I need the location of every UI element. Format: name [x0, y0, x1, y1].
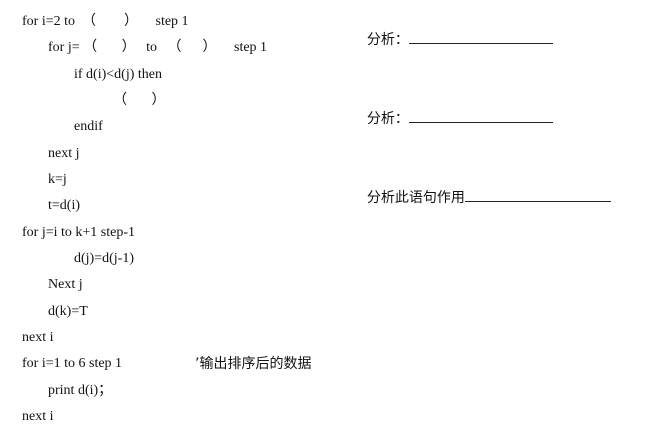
code-line-next-j-2: Next j — [48, 277, 83, 292]
analysis-2-blank — [408, 109, 553, 123]
code-line-for-j: for j= （ ） to （ ） step 1 — [48, 40, 268, 55]
code-line-dk-assign: d(k)=T — [48, 304, 88, 319]
analysis-3-label: 分析此语句作用 — [366, 190, 465, 206]
analysis-3: 分析此语句作用 — [358, 172, 611, 206]
code-line-blank-statement: （ ） — [113, 93, 166, 108]
code-line-endif: endif — [74, 119, 103, 134]
analysis-1-label: 分析： — [366, 32, 409, 48]
code-line-for-j-shift: for j=i to k+1 step-1 — [22, 225, 135, 240]
code-line-next-i: next i — [22, 330, 54, 345]
analysis-3-blank — [464, 188, 611, 202]
code-line-k-assign: k=j — [48, 172, 67, 187]
code-line-print: print d(i)； — [48, 383, 113, 398]
code-line-for-i-print: for i=1 to 6 step 1 — [22, 356, 123, 371]
code-line-shift-assign: d(j)=d(j-1) — [74, 251, 134, 266]
output-comment: ’输出排序后的数据 — [195, 356, 312, 372]
code-line-next-i-2: next i — [22, 409, 54, 424]
code-line-t-assign: t=d(i) — [48, 198, 80, 213]
analysis-1: 分析： — [358, 14, 553, 48]
code-line-if: if d(i)<d(j) then — [74, 67, 162, 82]
analysis-1-blank — [408, 30, 553, 44]
analysis-2: 分析： — [358, 93, 553, 127]
code-line-next-j: next j — [48, 146, 80, 161]
code-line-for-i: for i=2 to （ ） step 1 — [22, 14, 189, 29]
analysis-2-label: 分析： — [366, 111, 409, 127]
